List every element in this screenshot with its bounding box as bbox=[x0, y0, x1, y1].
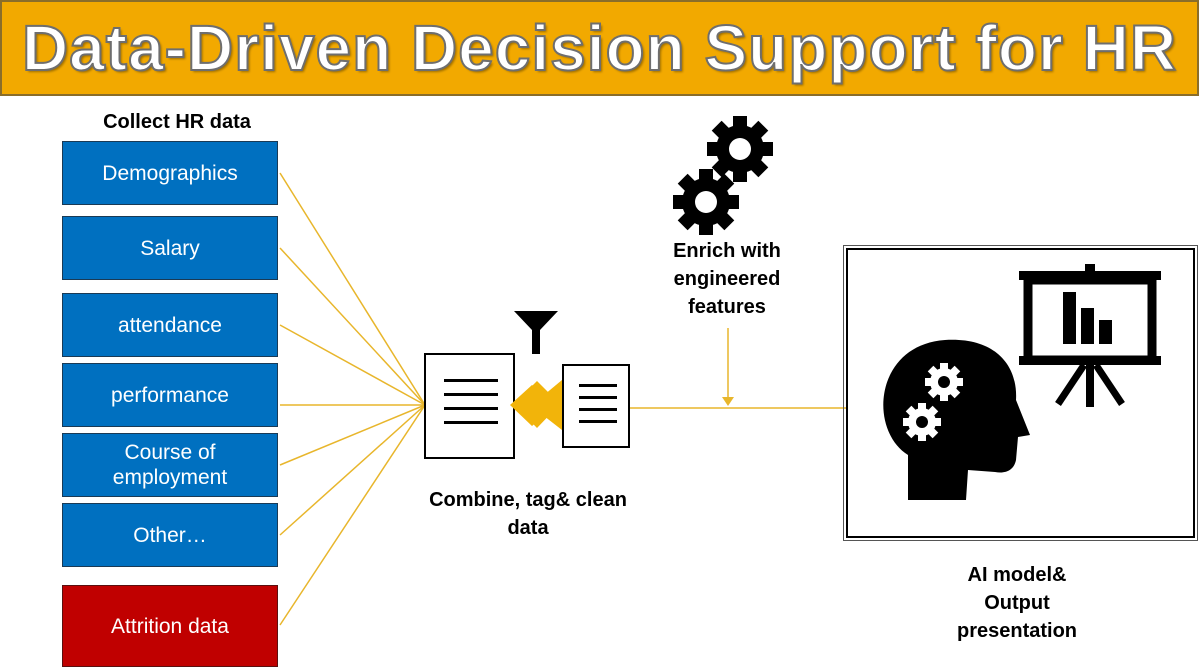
title-banner bbox=[0, 0, 1199, 96]
attrition-data-box: Attrition data bbox=[62, 585, 278, 667]
document-icon-right bbox=[562, 364, 630, 448]
source-box-demographics: Demographics bbox=[62, 141, 278, 205]
gear-icon-upper bbox=[707, 116, 773, 182]
document-icon-left bbox=[424, 353, 515, 459]
source-box-course-of-employment: Course of employment bbox=[62, 433, 278, 497]
enrich-arrow-head bbox=[722, 397, 734, 406]
output-label: AI model& Output presentation bbox=[956, 564, 1078, 642]
connector-line-other bbox=[279, 404, 426, 536]
head-gear-icon-upper bbox=[925, 363, 963, 401]
source-box-attendance: attendance bbox=[62, 293, 278, 357]
connector-line-demographics bbox=[279, 172, 426, 406]
page-title: Data-Driven Decision Support for HR bbox=[21, 11, 1178, 85]
enrich-label: Enrich with engineered features bbox=[673, 240, 781, 318]
connector-line-course bbox=[279, 404, 426, 466]
connector-line-attrition bbox=[279, 404, 426, 626]
collect-heading: Collect HR data bbox=[103, 111, 251, 133]
connector-line-salary bbox=[279, 247, 426, 406]
source-box-salary: Salary bbox=[62, 216, 278, 280]
combine-label: Combine, tag& clean data bbox=[429, 489, 627, 539]
connector-line-attendance bbox=[279, 324, 426, 406]
head-gear-icon-lower bbox=[903, 403, 941, 441]
source-box-other: Other… bbox=[62, 503, 278, 567]
bar-chart-icon bbox=[1063, 292, 1112, 344]
gear-icon-lower bbox=[673, 169, 739, 235]
source-box-performance: performance bbox=[62, 363, 278, 427]
